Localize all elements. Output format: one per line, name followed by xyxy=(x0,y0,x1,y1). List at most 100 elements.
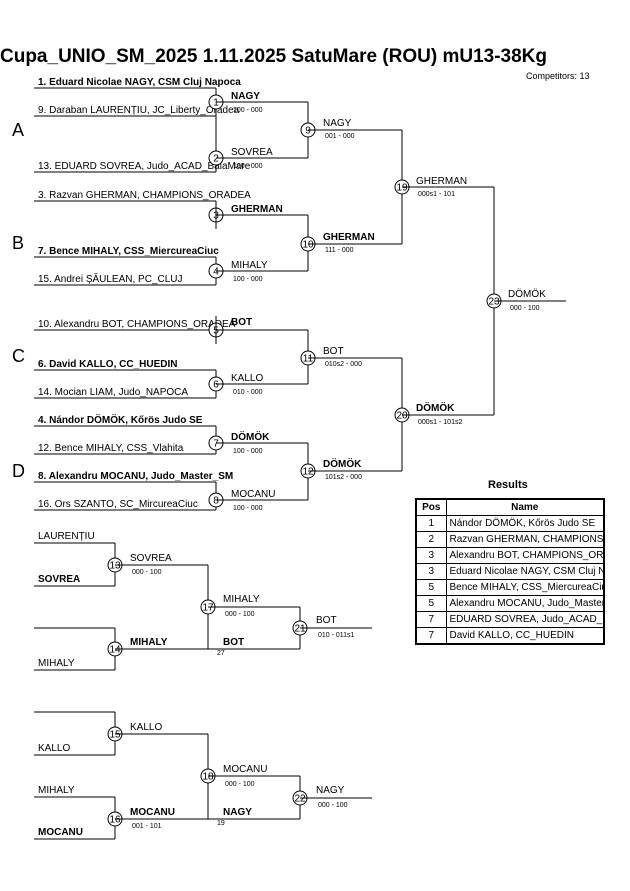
results-name: EDUARD SOVREA, Judo_ACAD_BaiaMare xyxy=(445,611,605,628)
match-number: 14 xyxy=(109,645,121,656)
group-label: C xyxy=(12,346,25,366)
winner-name: KALLO xyxy=(231,373,263,384)
match-number: 20 xyxy=(396,411,408,422)
match-number: 16 xyxy=(109,815,121,826)
page-title: Cupa_UNIO_SM_2025 1.11.2025 SatuMare (RO… xyxy=(0,46,548,67)
winner-name: BOT xyxy=(323,346,344,357)
entrant-name: BOT xyxy=(223,637,244,648)
winner-name: MOCANU xyxy=(223,764,267,775)
winner-name: DÖMÖK xyxy=(231,430,270,443)
match-score: 100 - 000 xyxy=(233,448,263,455)
winner-name: GHERMAN xyxy=(416,176,467,187)
repechage-name: MIHALY xyxy=(38,658,75,669)
match-score: 001 - 000 xyxy=(325,133,355,140)
match-number: 6 xyxy=(213,380,219,391)
match-number: 22 xyxy=(294,794,306,805)
winner-name: BOT xyxy=(316,615,337,626)
winner-name: BOT xyxy=(231,317,252,328)
results-pos: 7 xyxy=(415,611,447,628)
match-score: 101s2 - 000 xyxy=(325,474,362,481)
winner-name: MIHALY xyxy=(130,637,168,648)
results-pos: 5 xyxy=(415,595,447,612)
match-score: 100 - 000 xyxy=(233,505,263,512)
results-header-pos: Pos xyxy=(415,498,447,516)
entry-name: 1. Eduard Nicolae NAGY, CSM Cluj Napoca xyxy=(38,77,241,88)
entry-name: 14. Mocian LIAM, Judo_NAPOCA xyxy=(38,387,188,398)
winner-name: DÖMÖK xyxy=(416,401,455,414)
results-pos: 2 xyxy=(415,531,447,548)
entry-name: 9. Daraban LAURENȚIU, JC_Liberty_Oradea xyxy=(38,105,240,116)
results-name: Alexandru BOT, CHAMPIONS_ORADEA xyxy=(445,547,605,564)
winner-name: MIHALY xyxy=(231,260,268,271)
repechage-name: MOCANU xyxy=(38,827,83,838)
winner-name: SOVREA xyxy=(130,553,172,564)
match-number: 10 xyxy=(302,240,314,251)
match-number: 23 xyxy=(488,297,500,308)
match-number: 9 xyxy=(305,126,311,137)
results-name: Alexandru MOCANU, Judo_Master_SM xyxy=(445,595,605,612)
match-score: 010s2 - 000 xyxy=(325,361,362,368)
match-number: 7 xyxy=(213,439,219,450)
group-label: A xyxy=(12,120,24,140)
entry-name: 6. David KALLO, CC_HUEDIN xyxy=(38,359,177,370)
match-score: 100 - 000 xyxy=(233,163,263,170)
match-note: 19 xyxy=(217,820,225,827)
entry-name: 10. Alexandru BOT, CHAMPIONS_ORADEA xyxy=(38,319,236,330)
winner-name: NAGY xyxy=(323,118,352,129)
match-score: 000s1 - 101 xyxy=(418,191,455,198)
match-score: 001 - 101 xyxy=(132,823,162,830)
results-name: Bence MIHALY, CSS_MiercureaCiuc xyxy=(445,579,605,596)
match-score: 000 - 100 xyxy=(132,569,162,576)
results-pos: 7 xyxy=(415,627,447,645)
match-number: 11 xyxy=(303,354,314,365)
results-pos: 3 xyxy=(415,547,447,564)
results-name: David KALLO, CC_HUEDIN xyxy=(445,627,605,645)
winner-name: MIHALY xyxy=(223,594,260,605)
repechage-name: SOVREA xyxy=(38,574,80,585)
winner-name: NAGY xyxy=(231,91,260,102)
entry-name: 4. Nándor DÖMÖK, Kőrös Judo SE xyxy=(38,413,203,426)
entry-name: 13. EDUARD SOVREA, Judo_ACAD_BaiaMare xyxy=(38,161,251,172)
winner-name: GHERMAN xyxy=(323,232,375,243)
match-score: 100 - 000 xyxy=(233,276,263,283)
match-score: 000 - 100 xyxy=(225,611,255,618)
results-pos: 3 xyxy=(415,563,447,580)
match-number: 21 xyxy=(294,624,306,635)
match-note: 27 xyxy=(217,650,225,657)
entry-name: 3. Razvan GHERMAN, CHAMPIONS_ORADEA xyxy=(38,190,251,201)
match-score: 000 - 100 xyxy=(318,802,348,809)
entry-name: 7. Bence MIHALY, CSS_MiercureaCiuc xyxy=(38,246,219,257)
match-number: 12 xyxy=(302,467,314,478)
match-score: 010 - 011s1 xyxy=(318,632,355,639)
winner-name: MOCANU xyxy=(130,807,175,818)
winner-name: DÖMÖK xyxy=(508,288,546,300)
match-number: 19 xyxy=(396,183,408,194)
match-number: 13 xyxy=(109,561,121,572)
repechage-name: MIHALY xyxy=(38,785,75,796)
match-number: 1 xyxy=(213,98,219,109)
winner-name: KALLO xyxy=(130,722,162,733)
match-number: 17 xyxy=(202,603,214,614)
entry-name: 12. Bence MIHALY, CSS_Vlahita xyxy=(38,443,184,454)
results-header-name: Name xyxy=(445,498,605,516)
winner-name: NAGY xyxy=(316,785,345,796)
results-name: Eduard Nicolae NAGY, CSM Cluj Napoca xyxy=(445,563,605,580)
match-number: 15 xyxy=(109,730,121,741)
match-number: 4 xyxy=(213,267,219,278)
results-name: Razvan GHERMAN, CHAMPIONS_ORADEA xyxy=(445,531,605,548)
repechage-name: LAURENȚIU xyxy=(38,531,95,542)
match-score: 111 - 000 xyxy=(325,247,354,254)
results-header-row: Pos Name xyxy=(415,498,605,516)
match-score: 000 - 100 xyxy=(225,781,255,788)
repechage-name: KALLO xyxy=(38,743,70,754)
match-score: 010 - 000 xyxy=(233,389,263,396)
entry-name: 15. Andrei ȘĂULEAN, PC_CLUJ xyxy=(38,272,183,285)
